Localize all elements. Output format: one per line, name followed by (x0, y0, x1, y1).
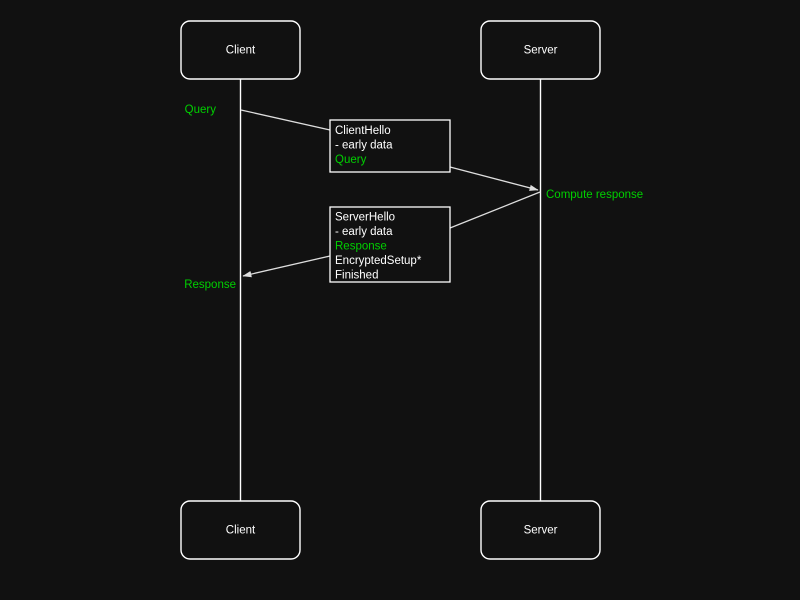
participant-server-top-label: Server (524, 45, 558, 57)
message-line-serverhello-4: Finished (335, 270, 378, 282)
message-line-clienthello-2: Query (335, 154, 367, 166)
participant-client-bottom-label: Client (226, 525, 256, 537)
participant-client-bottom[interactable]: Client (180, 500, 301, 560)
participant-server-bottom[interactable]: Server (480, 500, 601, 560)
message-line-serverhello-2: Response (335, 241, 387, 253)
arrow-clienthello-to-server (449, 166, 539, 191)
arrow-server-to-serverhello (449, 191, 541, 229)
message-box-client-hello[interactable]: ClientHello - early data Query (329, 119, 451, 173)
message-box-server-hello-frame (329, 206, 451, 283)
participant-server-bottom-box (480, 500, 601, 560)
participant-client-top[interactable]: Client (180, 20, 301, 80)
arrow-serverhello-to-client (242, 255, 331, 278)
message-box-server-hello[interactable]: ServerHello - early data Response Encryp… (329, 206, 451, 283)
message-line-serverhello-0: ServerHello (335, 212, 395, 224)
message-line-serverhello-1: - early data (335, 226, 393, 238)
note-response: Response (184, 279, 236, 291)
message-box-client-hello-frame (329, 119, 451, 173)
participant-server-top[interactable]: Server (480, 20, 601, 80)
participant-client-top-box (180, 20, 301, 80)
arrow-client-to-clienthello (240, 109, 331, 131)
participant-client-top-label: Client (226, 45, 256, 57)
message-line-clienthello-1: - early data (335, 140, 393, 152)
note-compute-response: Compute response (546, 189, 643, 201)
participant-client-bottom-box (180, 500, 301, 560)
participant-server-top-box (480, 20, 601, 80)
participant-server-bottom-label: Server (524, 525, 558, 537)
message-line-serverhello-3: EncryptedSetup* (335, 255, 422, 267)
message-line-clienthello-0: ClientHello (335, 125, 391, 137)
note-query: Query (185, 104, 217, 116)
